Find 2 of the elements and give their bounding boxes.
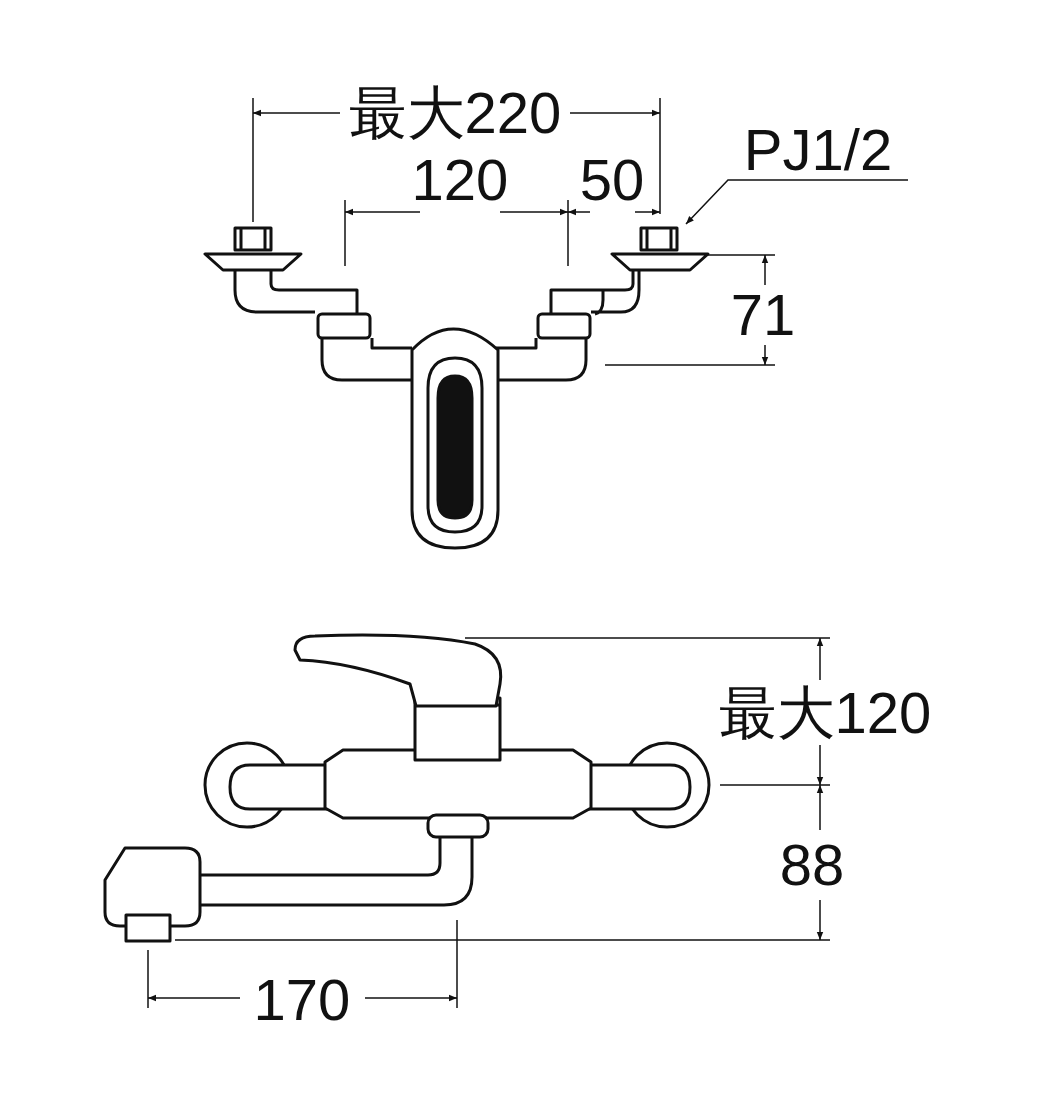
leader-line xyxy=(685,179,909,225)
inlet-fitting xyxy=(610,226,710,272)
